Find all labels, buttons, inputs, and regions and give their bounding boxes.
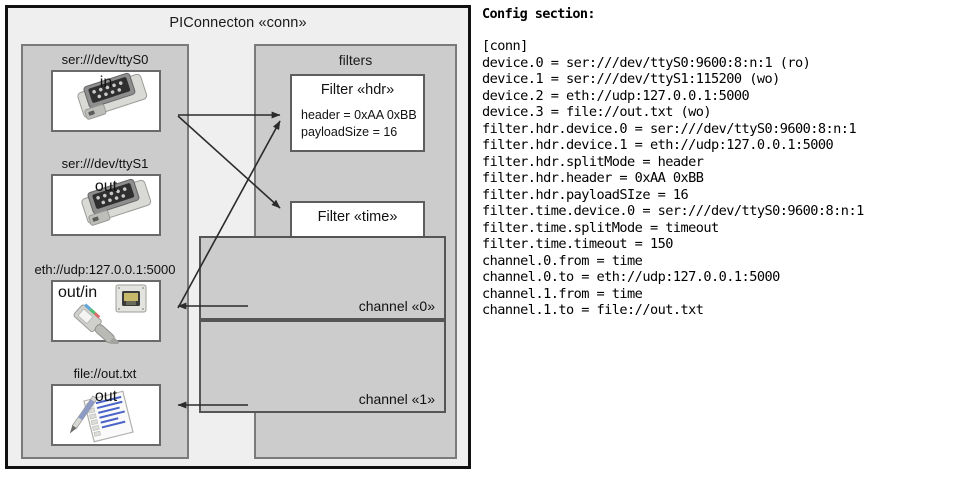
device-direction-eth: out/in — [58, 284, 98, 301]
config-line: filter.hdr.device.1 = eth://udp:127.0.0.… — [482, 137, 834, 153]
serial-port-icon — [81, 178, 152, 226]
device-label-ttys1: ser:///dev/ttyS1 — [61, 156, 149, 171]
channel-box-0[interactable]: channel «0» — [199, 236, 446, 320]
config-line: channel.0.from = time — [482, 252, 643, 269]
device-box-eth[interactable]: out/in — [51, 280, 161, 344]
device-label-file: file://out.txt — [73, 366, 137, 381]
config-line: filter.time.timeout = 150 — [482, 236, 673, 252]
device-label-ttys0: ser:///dev/ttyS0 — [61, 52, 149, 67]
filters-panel-title: filters — [338, 52, 373, 68]
filter-title-time: Filter «time» — [317, 209, 398, 225]
device-box-ttys1[interactable]: out — [51, 174, 161, 236]
filter-title-hdr: Filter «hdr» — [320, 82, 395, 98]
device-direction-file: out — [94, 388, 118, 405]
text-file-icon — [69, 390, 134, 443]
filters-panel: filters Filter «hdr» header = 0xAA 0xBB … — [199, 44, 457, 459]
config-heading: Config section: — [482, 6, 596, 22]
device-direction-ttys0: in — [99, 74, 113, 91]
config-line: filter.hdr.device.0 = ser:///dev/ttyS0:9… — [482, 120, 857, 137]
device-box-file[interactable]: out — [51, 384, 161, 446]
config-line: filter.hdr.header = 0xAA 0xBB — [482, 170, 704, 186]
config-line: filter.time.splitMode = timeout — [482, 219, 719, 236]
device-label-eth: eth://udp:127.0.0.1:5000 — [34, 262, 176, 277]
config-line: device.3 = file://out.txt (wo) — [482, 104, 712, 120]
channel-label-1: channel «1» — [358, 391, 435, 407]
channel-label-0: channel «0» — [358, 298, 435, 314]
device-box-ttys0[interactable]: in — [51, 70, 161, 132]
config-line: filter.hdr.splitMode = header — [482, 153, 704, 170]
serial-port-icon — [77, 72, 148, 120]
diagram-title: PIConnecton «conn» — [169, 15, 307, 31]
config-line: [conn] — [482, 38, 528, 54]
config-line: channel.1.from = time — [482, 285, 643, 302]
config-section: Config section: [conn]device.0 = ser:///… — [482, 6, 960, 319]
config-line: filter.hdr.payloadSIze = 16 — [482, 186, 689, 203]
config-line: channel.0.to = eth://udp:127.0.0.1:5000 — [482, 269, 780, 285]
channel-box-1[interactable]: channel «1» — [199, 320, 446, 413]
filter-prop-payloadsize: payloadSize = 16 — [301, 125, 398, 139]
filter-prop-header: header = 0xAA 0xBB — [301, 108, 417, 122]
component-diagram: PIConnecton «conn» ser:///dev/ttyS0 in — [5, 5, 471, 469]
config-line: device.1 = ser:///dev/ttyS1:115200 (wo) — [482, 71, 780, 87]
network-cable-icon — [73, 284, 147, 344]
config-line: device.2 = eth://udp:127.0.0.1:5000 — [482, 87, 750, 104]
config-line: channel.1.to = file://out.txt — [482, 302, 704, 318]
devices-panel: ser:///dev/ttyS0 in ser:///dev/t — [21, 44, 189, 459]
config-lines: [conn]device.0 = ser:///dev/ttyS0:9600:8… — [482, 38, 960, 319]
filter-box-hdr[interactable]: Filter «hdr» header = 0xAA 0xBB payloadS… — [290, 74, 425, 152]
config-line: filter.time.device.0 = ser:///dev/ttyS0:… — [482, 203, 864, 219]
config-line: device.0 = ser:///dev/ttyS0:9600:8:n:1 (… — [482, 54, 811, 71]
device-direction-ttys1: out — [94, 178, 118, 195]
